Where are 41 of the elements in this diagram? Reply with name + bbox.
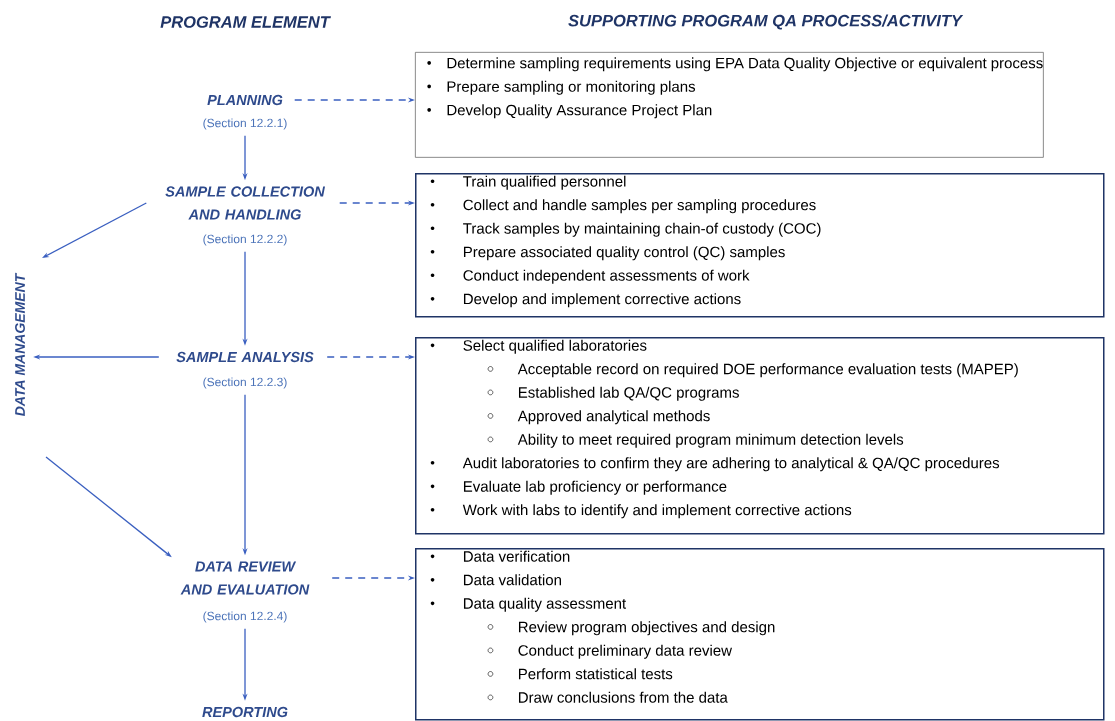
list-item: Review program objectives and design: [487, 621, 775, 636]
list-item: Data quality assessment: [430, 597, 627, 612]
list-item: Approved analytical methods: [487, 410, 710, 425]
program-element: DATA REVIEW AND EVALUATION: [180, 561, 310, 595]
list-item: Prepare sampling or monitoring plans: [427, 80, 696, 95]
list-item: Conduct preliminary data review: [487, 644, 732, 659]
activity-box: [415, 173, 1105, 318]
list-item: Conduct independent assessments of work: [430, 269, 750, 284]
list-item: Prepare associated quality control (QC) samples: [430, 246, 785, 261]
list-item: Select qualified laboratories: [430, 339, 647, 354]
side-label: DATA MANAGEMENT: [15, 272, 25, 417]
list-item: Determine sampling requirements using EPA Data Quality Objective or equivalent process: [427, 57, 1043, 72]
list-item: Evaluate lab proficiency or performance: [430, 480, 727, 495]
list-item: Established lab QA/QC programs: [487, 386, 739, 401]
activity-box: [415, 337, 1105, 535]
list-item: Data validation: [430, 574, 561, 586]
list-item: Develop and implement corrective actions: [430, 293, 741, 308]
column-heading: PROGRAM ELEMENT: [160, 16, 331, 28]
program-element: SAMPLE ANALYSIS: [176, 351, 314, 363]
list-item: Collect and handle samples per sampling procedures: [430, 199, 816, 214]
list-item: Draw conclusions from the data: [487, 691, 728, 703]
list-item: Perform statistical tests: [487, 668, 673, 680]
program-element: SAMPLE COLLECTION AND HANDLING: [165, 186, 325, 220]
arrow: [42, 202, 147, 258]
list-item: Train qualified personnel: [430, 175, 626, 190]
section-reference: (Section 12.2.3): [203, 377, 287, 389]
program-element: REPORTING: [202, 706, 288, 718]
activity-box: [415, 52, 1044, 158]
list-item: Track samples by maintaining chain-of custody (COC): [430, 222, 821, 237]
list-item: Work with labs to identify and implement corrective actions: [430, 504, 852, 519]
activity-box: [415, 548, 1105, 721]
program-element: PLANNING: [207, 94, 283, 106]
list-item: Data verification: [430, 550, 570, 562]
list-item: Audit laboratories to confirm they are adhering to analytical & QA/QC procedures: [430, 457, 1000, 472]
section-reference: (Section 12.2.1): [203, 118, 287, 130]
list-item: Ability to meet required program minimum detection levels: [487, 433, 904, 448]
list-item: Develop Quality Assurance Project Plan: [427, 104, 712, 119]
column-heading: SUPPORTING PROGRAM QA PROCESS/ACTIVITY: [568, 14, 964, 30]
section-reference: (Section 12.2.4): [203, 611, 287, 623]
section-reference: (Section 12.2.2): [203, 234, 287, 246]
list-item: Acceptable record on required DOE performance evaluation tests (MAPEP): [487, 363, 1018, 378]
